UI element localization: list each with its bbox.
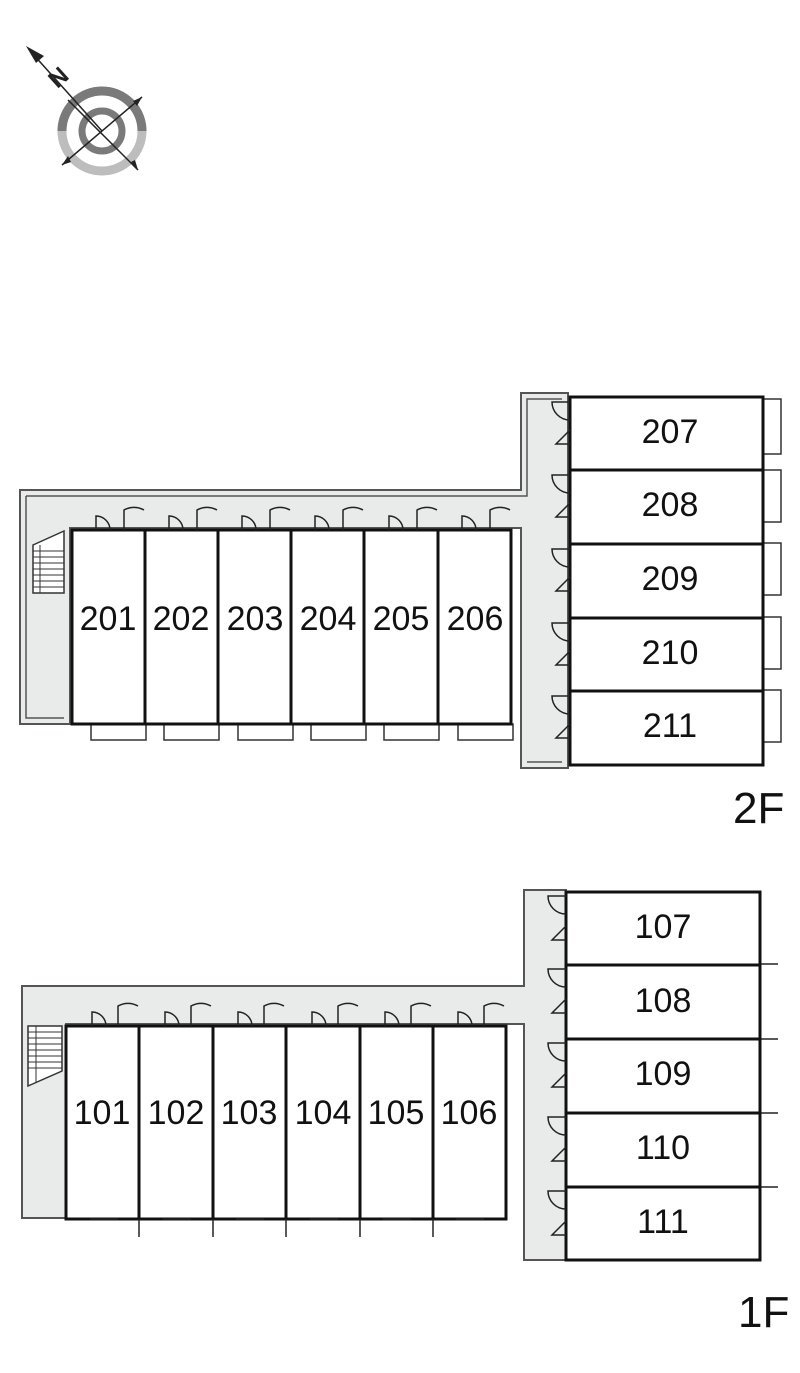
- unit-label: 101: [74, 1094, 131, 1132]
- unit-107: 107: [564, 890, 762, 967]
- unit-201: 201: [70, 528, 147, 726]
- side-doors-1f: [547, 895, 567, 1236]
- unit-203: 203: [216, 528, 293, 726]
- unit-204: 204: [289, 528, 366, 726]
- unit-label: 210: [642, 634, 699, 672]
- unit-label: 108: [635, 982, 692, 1020]
- unit-110: 110: [564, 1111, 762, 1189]
- unit-205: 205: [362, 528, 440, 726]
- unit-label: 211: [643, 707, 697, 745]
- balconies-2f: [90, 398, 782, 743]
- unit-label: 203: [227, 600, 284, 638]
- unit-label: 110: [636, 1129, 690, 1167]
- unit-row-2f: 201 202 203 204 205 206: [70, 528, 513, 726]
- unit-106: 106: [431, 1024, 508, 1221]
- unit-label: 111: [637, 1203, 689, 1241]
- unit-206: 206: [436, 528, 513, 726]
- unit-101: 101: [64, 1024, 141, 1221]
- unit-210: 210: [568, 616, 765, 693]
- corridor-2f: [19, 392, 569, 769]
- unit-104: 104: [284, 1024, 362, 1221]
- unit-label: 107: [635, 908, 692, 946]
- unit-row-1f: 101 102 103 104 105 106: [64, 1024, 508, 1221]
- unit-label: 105: [368, 1094, 425, 1132]
- unit-label: 205: [373, 600, 430, 638]
- unit-208: 208: [568, 468, 765, 546]
- unit-label: 202: [153, 600, 210, 638]
- floor-2f: 201 202 203 204 205 206: [19, 392, 784, 833]
- entry-doors-1f: [91, 1002, 505, 1027]
- unit-202: 202: [143, 528, 220, 726]
- floor-1f: 101 102 103 104 105 106: [21, 889, 789, 1337]
- unit-column-1f: 107 108 109 110 111: [564, 890, 762, 1262]
- unit-label: 206: [447, 600, 504, 638]
- unit-109: 109: [564, 1037, 762, 1115]
- unit-105: 105: [358, 1024, 435, 1221]
- unit-102: 102: [137, 1024, 215, 1221]
- unit-label: 208: [642, 486, 699, 524]
- compass-icon: N: [26, 46, 147, 176]
- unit-209: 209: [568, 542, 765, 620]
- floor-label-1f: 1F: [738, 1288, 789, 1337]
- unit-label: 201: [80, 600, 137, 638]
- unit-label: 102: [148, 1094, 205, 1132]
- unit-label: 209: [642, 560, 699, 598]
- floor-label-2f: 2F: [733, 784, 784, 833]
- staircase-1f: [27, 1025, 63, 1088]
- unit-label: 109: [635, 1055, 692, 1093]
- unit-211: 211: [568, 689, 765, 767]
- unit-207: 207: [568, 395, 765, 472]
- unit-103: 103: [211, 1024, 288, 1221]
- compass-north-label: N: [43, 62, 74, 94]
- staircase-2f: [32, 529, 65, 594]
- unit-111: 111: [564, 1185, 762, 1262]
- unit-column-2f: 207 208 209 210 211: [568, 395, 765, 767]
- entry-doors-2f: [95, 506, 511, 531]
- side-doors-2f: [551, 401, 571, 739]
- unit-108: 108: [564, 963, 762, 1041]
- unit-label: 103: [221, 1094, 278, 1132]
- unit-label: 207: [642, 413, 699, 451]
- unit-label: 204: [300, 600, 357, 638]
- unit-label: 104: [295, 1094, 352, 1132]
- corridor-1f: [21, 889, 567, 1261]
- window-sills-1f: [90, 963, 778, 1237]
- unit-label: 106: [441, 1094, 498, 1132]
